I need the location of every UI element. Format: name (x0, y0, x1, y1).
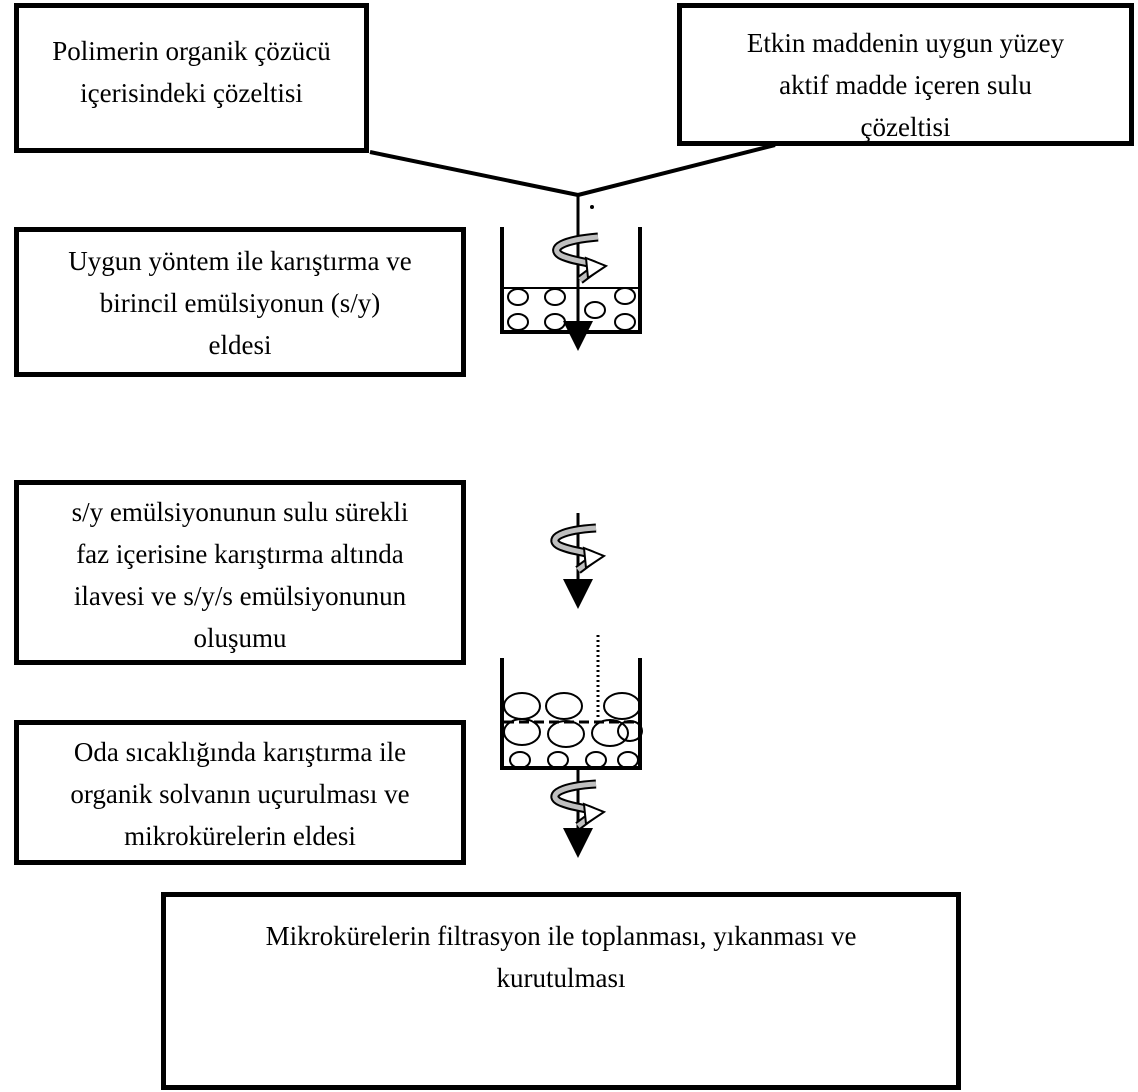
box-solvent-evaporation: Oda sıcaklığında karıştırma ile organik … (14, 720, 466, 865)
beaker-emulsion-icon (500, 205, 642, 334)
box-active-substance-solution: Etkin maddenin uygun yüzey aktif madde i… (677, 3, 1134, 146)
box-solvent-evaporation-text: Oda sıcaklığında karıştırma ile organik … (70, 737, 410, 851)
box-primary-emulsion-text: Uygun yöntem ile karıştırma ve birincil … (68, 246, 412, 360)
box-double-emulsion: s/y emülsiyonunun sulu sürekli faz içeri… (14, 480, 466, 665)
box-active-substance-solution-text: Etkin maddenin uygun yüzey aktif madde i… (746, 28, 1065, 142)
box-primary-emulsion: Uygun yöntem ile karıştırma ve birincil … (14, 227, 466, 377)
box-double-emulsion-text: s/y emülsiyonunun sulu sürekli faz içeri… (71, 497, 409, 653)
stirring-arrow-icon (550, 523, 607, 574)
connector-right (577, 143, 776, 197)
beaker-double-emulsion-icon (500, 635, 643, 770)
connector-left (369, 150, 579, 197)
stirring-arrow-icon (550, 779, 607, 830)
box-collection: Mikrokürelerin filtrasyon ile toplanması… (161, 892, 961, 1090)
box-polymer-solution: Polimerin organik çözücü içerisindeki çö… (14, 3, 369, 153)
stirring-arrow-icon (552, 232, 609, 284)
box-collection-text: Mikrokürelerin filtrasyon ile toplanması… (265, 921, 857, 993)
box-polymer-solution-text: Polimerin organik çözücü içerisindeki çö… (52, 36, 331, 108)
